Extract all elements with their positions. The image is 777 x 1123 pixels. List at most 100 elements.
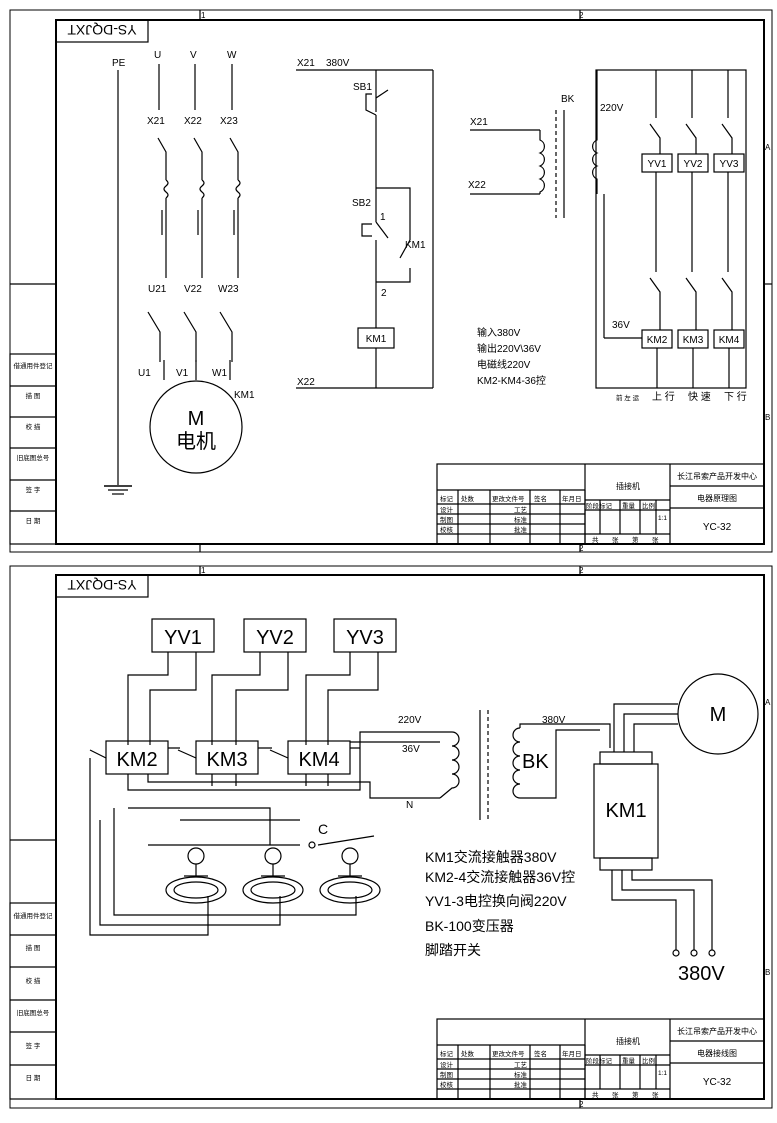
km1-box-label: KM1 xyxy=(605,800,646,822)
wiring-legend: KM1交流接触器380V KM2-4交流接触器36V控 YV1-3电控换向阀22… xyxy=(425,849,575,958)
zone-2-bottom: 2 xyxy=(579,544,584,553)
yv2-box xyxy=(243,618,307,653)
tb-stage-1: 重量 xyxy=(622,1057,636,1065)
tb-scale: 1:1 xyxy=(658,515,667,522)
func-label-fast: 快 速 xyxy=(688,391,711,403)
label-v22: V22 xyxy=(184,284,202,295)
w-n: N xyxy=(406,800,413,811)
legend-2: KM2-4交流接触器36V控 xyxy=(425,869,575,885)
control-circuit: X21 380V X22 SB1 SB2 1 KM1 2 KM1 xyxy=(296,58,434,389)
motor-label: M xyxy=(710,704,727,726)
foot-pedal-3 xyxy=(319,847,381,904)
tb-sheets-1: 张 xyxy=(612,535,619,544)
w-bk: BK xyxy=(522,751,549,773)
label-pe: PE xyxy=(112,58,126,69)
sheet2-frame: 1 2 2 A B YS-DQJXT 借通用件登记 描 图 校 描 旧底图总号 … xyxy=(9,565,773,1109)
tb-left-1: 制图 xyxy=(440,515,453,524)
tb-sheets-1: 张 xyxy=(612,1090,619,1099)
bk-label: BK xyxy=(561,94,575,105)
side-label-3: 校 描 xyxy=(26,422,41,431)
yv2-coil xyxy=(677,153,709,173)
side-label-2: 描 图 xyxy=(26,391,41,400)
tb-row-head-4: 年月日 xyxy=(562,1049,582,1058)
tb-code: YC-32 xyxy=(703,522,732,533)
sb2-label: SB2 xyxy=(352,198,371,209)
side2-label-2: 描 图 xyxy=(26,943,41,952)
zone-2-s2-bottom: 2 xyxy=(579,1100,584,1109)
tb-sheets-3: 张 xyxy=(652,1090,659,1099)
ctrl-x22: X22 xyxy=(297,377,315,388)
tb-left-2: 校核 xyxy=(440,1080,454,1089)
tb-row-head-2: 更改文件号 xyxy=(492,494,525,503)
tb-row-head-1: 处数 xyxy=(461,494,475,503)
tx-36v: 36V xyxy=(612,320,630,331)
km4-label: KM4 xyxy=(719,335,740,346)
note-2: 输出220V\36V xyxy=(477,342,541,355)
side-label-1: 借通用件登记 xyxy=(14,361,54,370)
sheet1-notes: 输入380V 输出220V\36V 电磁线220V KM2-KM4-36控 xyxy=(477,326,546,387)
valve-circuit: 36V YV1 YV2 YV3 KM2 KM3 KM4 前 左 运 上 行 快 … xyxy=(595,69,747,403)
yv3-box-label: YV3 xyxy=(346,627,384,649)
tb-left-1: 制图 xyxy=(440,1070,453,1079)
foot-pedal-2 xyxy=(242,847,304,904)
yv3-label: YV3 xyxy=(720,159,739,170)
legend-5: 脚踏开关 xyxy=(425,942,481,958)
tb-sheets-0: 共 xyxy=(592,535,599,544)
km2-label: KM2 xyxy=(647,335,668,346)
sheet1-stamp: YS-DQJXT xyxy=(67,22,137,38)
tb-left-2: 校核 xyxy=(440,525,454,534)
tb-mid-2: 批准 xyxy=(514,1080,528,1089)
w-380v: 380V xyxy=(542,715,566,726)
tb-sheets-3: 张 xyxy=(652,535,659,544)
tb-left-0: 设计 xyxy=(440,1060,454,1069)
yv1-box xyxy=(151,618,215,653)
node-1: 1 xyxy=(380,212,386,223)
tb-row-head-1: 处数 xyxy=(461,1049,475,1058)
tb-code: YC-32 xyxy=(703,1077,732,1088)
tb-company: 长江吊索产品开发中心 xyxy=(677,1026,757,1036)
side2-label-3: 校 描 xyxy=(26,976,41,985)
title-block-1: 标记处数更改文件号签名年月日设计制图校核工艺标准批准插接机阶段标记重量比例1:1… xyxy=(436,463,765,545)
side2-label-5: 签 字 xyxy=(26,1041,41,1050)
label-u: U xyxy=(154,50,161,61)
side2-label-6: 日 期 xyxy=(26,1074,41,1082)
func-label-down: 下 行 xyxy=(724,390,747,403)
label-x23: X23 xyxy=(220,116,238,127)
km1-contact: KM1 xyxy=(405,240,426,251)
legend-4: BK-100变压器 xyxy=(425,918,514,934)
zone-2: 2 xyxy=(579,11,584,20)
tb-mid-1: 标准 xyxy=(514,515,528,524)
main-power-circuit: PE U V W X21 X22 X23 U21 V22 W23 U1 V1 W… xyxy=(104,50,255,495)
zone-1: 1 xyxy=(201,11,206,20)
label-v1: V1 xyxy=(176,368,189,379)
node-2: 2 xyxy=(381,288,387,299)
zone-2-s2: 2 xyxy=(579,566,584,575)
tb-row-head-3: 签名 xyxy=(534,1049,547,1058)
label-x22: X22 xyxy=(184,116,202,127)
yv2-label: YV2 xyxy=(684,159,703,170)
side2-label-1: 借通用件登记 xyxy=(14,911,54,920)
label-w1: W1 xyxy=(212,368,227,379)
yv2-box-label: YV2 xyxy=(256,627,294,649)
wiring-contactors: KM2 KM3 KM4 220V 36V N BK 380V xyxy=(89,710,611,820)
note-4: KM2-KM4-36控 xyxy=(477,374,546,387)
tb-drawing-name: 电器原理图 xyxy=(697,493,737,503)
tb-sheets-0: 共 xyxy=(592,1090,599,1099)
km2-box-label: KM2 xyxy=(116,749,157,771)
tb-mid-0: 工艺 xyxy=(514,1061,528,1069)
label-v: V xyxy=(190,50,197,61)
label-x21: X21 xyxy=(147,116,165,127)
motor-name: 电机 xyxy=(176,430,216,453)
ctrl-x21: X21 xyxy=(297,58,315,69)
tb-device: 插接机 xyxy=(616,1036,640,1046)
sheet2-stamp: YS-DQJXT xyxy=(67,577,137,593)
foot-pedal-1 xyxy=(165,847,227,904)
func-label-a: 前 左 运 xyxy=(616,393,640,402)
yv1-coil xyxy=(641,153,673,173)
tb-mid-0: 工艺 xyxy=(514,506,528,514)
sb1-label: SB1 xyxy=(353,82,372,93)
motor-m: M xyxy=(188,408,205,430)
km4-box-label: KM4 xyxy=(298,749,339,771)
